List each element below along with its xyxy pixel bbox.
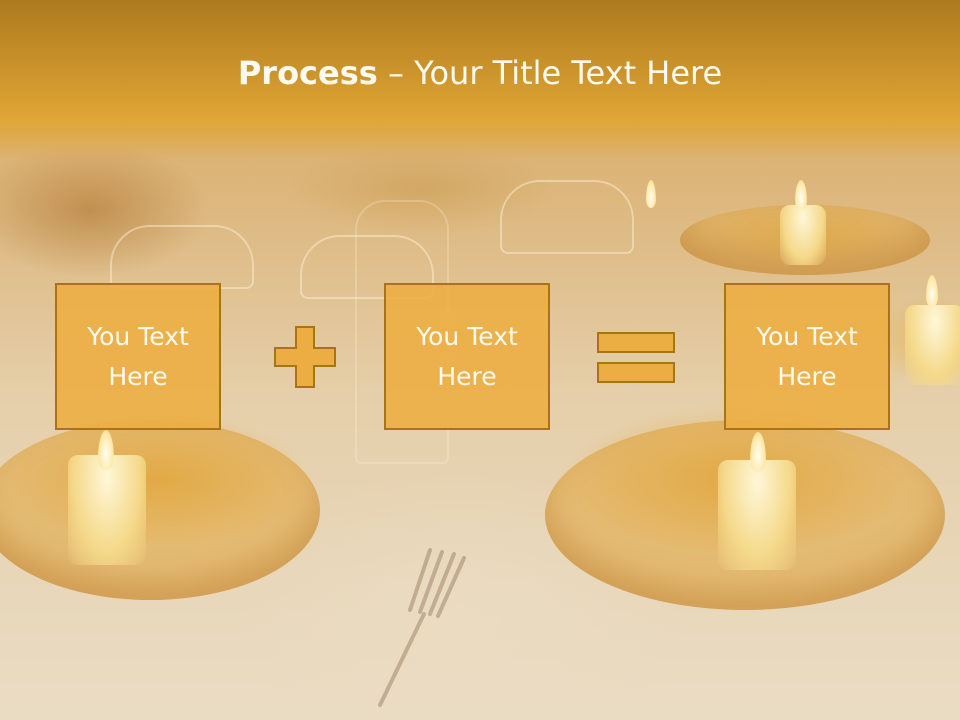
- equals-icon: [597, 332, 675, 383]
- process-box-1: You Text Here: [55, 283, 221, 430]
- slide-title: Process – Your Title Text Here: [0, 54, 960, 92]
- process-box-2-text: You Text Here: [416, 321, 518, 391]
- candle-back: [780, 205, 826, 265]
- candle-left: [68, 455, 146, 565]
- wine-glass-2: [500, 180, 634, 254]
- title-bar: [0, 0, 960, 160]
- process-box-3: You Text Here: [724, 283, 890, 430]
- flame-back: [795, 180, 807, 210]
- candle-right: [718, 460, 796, 570]
- process-box-3-text: You Text Here: [756, 321, 858, 391]
- fork-icon: [378, 548, 466, 707]
- process-box-2: You Text Here: [384, 283, 550, 430]
- candle-far-right: [905, 305, 960, 385]
- wine-glass-1: [300, 235, 434, 299]
- title-rest: – Your Title Text Here: [377, 54, 723, 92]
- process-box-1-text: You Text Here: [87, 321, 189, 391]
- title-bold: Process: [237, 54, 378, 92]
- flame-small: [646, 180, 656, 208]
- flame-right: [750, 432, 766, 472]
- bowl-left: [0, 420, 320, 600]
- flame-left: [98, 430, 114, 470]
- plus-icon: [274, 326, 336, 388]
- wine-glass-3: [110, 225, 254, 289]
- flame-far-right: [926, 275, 938, 307]
